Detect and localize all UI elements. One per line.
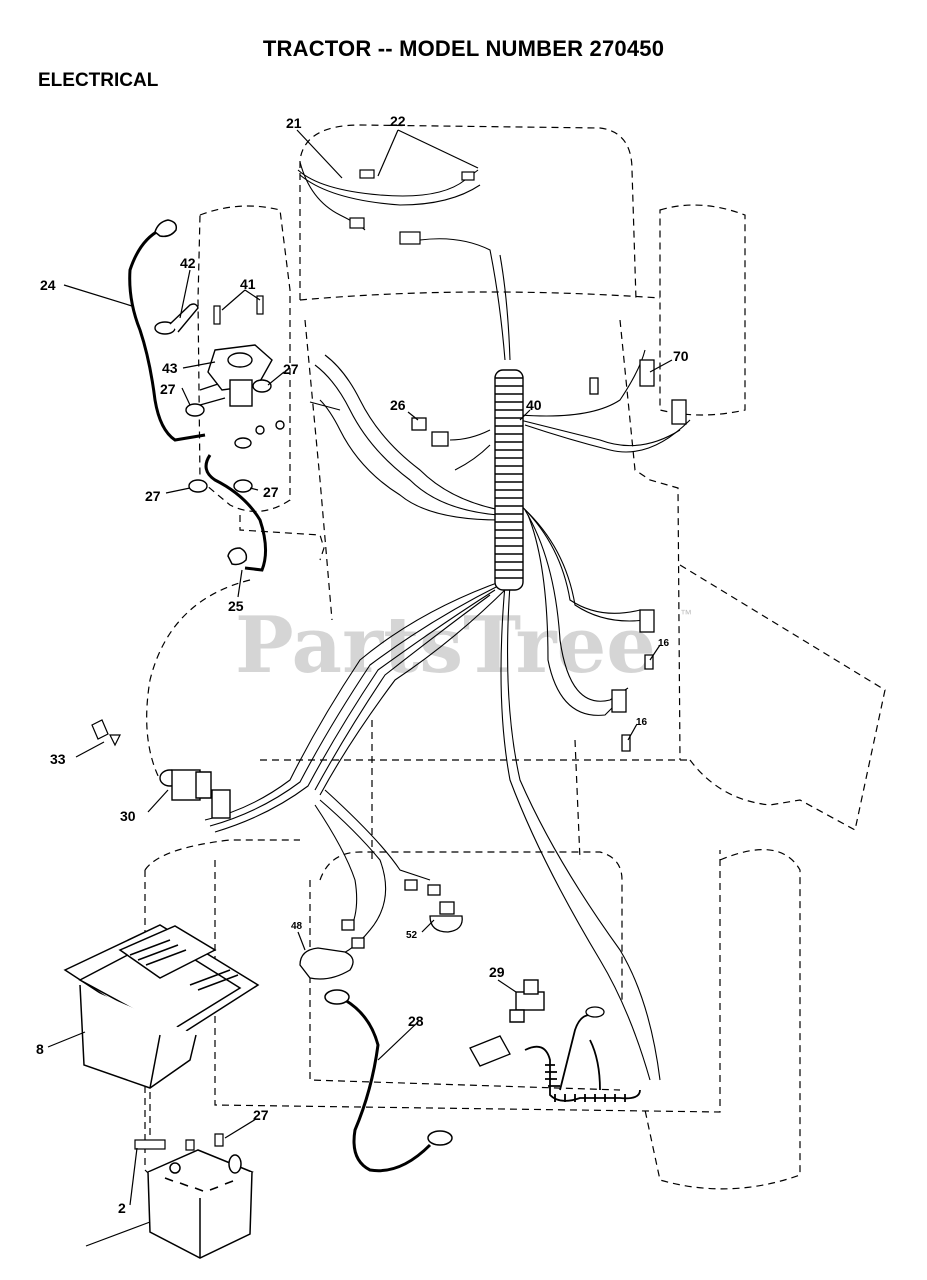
- callout-40: 40: [526, 397, 542, 413]
- callout-25: 25: [228, 598, 244, 614]
- callout-16-upper: 16: [658, 638, 670, 649]
- diagram-title: TRACTOR -- MODEL NUMBER 270450: [262, 36, 665, 61]
- frame-left: [304, 319, 333, 621]
- seat-coil-cord: [524, 1014, 641, 1102]
- callout-2: 2: [118, 1200, 126, 1216]
- callout-43: 43: [162, 360, 178, 376]
- callout-26: 26: [390, 397, 406, 413]
- callout-33: 33: [50, 751, 66, 767]
- dash-panel: [239, 515, 325, 561]
- rear-wheel-right: [644, 849, 801, 1190]
- callout-42: 42: [180, 255, 196, 271]
- callout-48: 48: [291, 921, 303, 932]
- callouts: 21 22 24 42 41 43 27 27 27 27 26 40 70 2…: [36, 113, 689, 1216]
- callout-27-right: 27: [283, 361, 299, 377]
- seat-pan: [319, 851, 623, 1000]
- mounting-screws: [213, 295, 264, 325]
- callout-16-lower: 16: [636, 717, 648, 728]
- leader-lines: [47, 129, 673, 1247]
- solenoid-boot: [154, 303, 199, 335]
- fender-right: [679, 564, 886, 831]
- deck-left: [144, 839, 300, 871]
- battery-cable-24: [128, 228, 206, 442]
- coiled-conduit: [494, 369, 524, 591]
- deck-body: [214, 850, 721, 1113]
- callout-30: 30: [120, 808, 136, 824]
- headlight-connectors: [349, 169, 475, 245]
- callout-24: 24: [40, 277, 56, 293]
- ignition-key: [91, 719, 121, 747]
- switch-70: [589, 359, 687, 425]
- section-subtitle: ELECTRICAL: [38, 70, 159, 91]
- battery-hardware: [134, 1133, 224, 1151]
- hood-lower: [299, 291, 661, 301]
- callout-27-battery: 27: [253, 1107, 269, 1123]
- callout-8: 8: [36, 1041, 44, 1057]
- deck-frame: [309, 880, 621, 1091]
- callout-27-lower-right: 27: [263, 484, 279, 500]
- ring-terminal-25: [227, 547, 248, 566]
- callout-70: 70: [673, 348, 689, 364]
- fender-left: [146, 579, 251, 781]
- callout-52: 52: [406, 930, 418, 941]
- seat-switch-plug: [469, 1006, 605, 1067]
- ignition-switch: [159, 769, 231, 819]
- right-front-wheel: [659, 204, 746, 416]
- hood-outline: [299, 124, 637, 301]
- callout-27-left: 27: [160, 381, 176, 397]
- connector-52: [404, 879, 463, 933]
- seat-switch: [509, 979, 545, 1023]
- callout-28: 28: [408, 1013, 424, 1029]
- left-front-wheel: [197, 205, 291, 513]
- rear-wheel-left: [144, 870, 221, 1192]
- connector-48: [299, 919, 365, 980]
- ring-terminal-24: [154, 219, 178, 238]
- hex-nuts: [185, 379, 272, 493]
- ground-cable-28: [344, 998, 432, 1173]
- battery-box: [63, 924, 260, 1089]
- callout-22: 22: [390, 113, 406, 129]
- callout-29: 29: [489, 964, 505, 980]
- mid-frame: [371, 720, 581, 861]
- watermark-trademark: ™: [680, 607, 692, 621]
- ring-terminals-28: [324, 989, 453, 1146]
- callout-21: 21: [286, 115, 302, 131]
- frame-right: [619, 319, 681, 761]
- watermark: PartsTree: [235, 600, 656, 691]
- callout-41: 41: [240, 276, 256, 292]
- callout-27-lower-left: 27: [145, 488, 161, 504]
- wiring-harness: [204, 161, 691, 1081]
- battery: [146, 1149, 254, 1259]
- battery-cable-25: [204, 454, 267, 572]
- switch-26: [411, 417, 449, 447]
- starter-solenoid: [199, 344, 285, 435]
